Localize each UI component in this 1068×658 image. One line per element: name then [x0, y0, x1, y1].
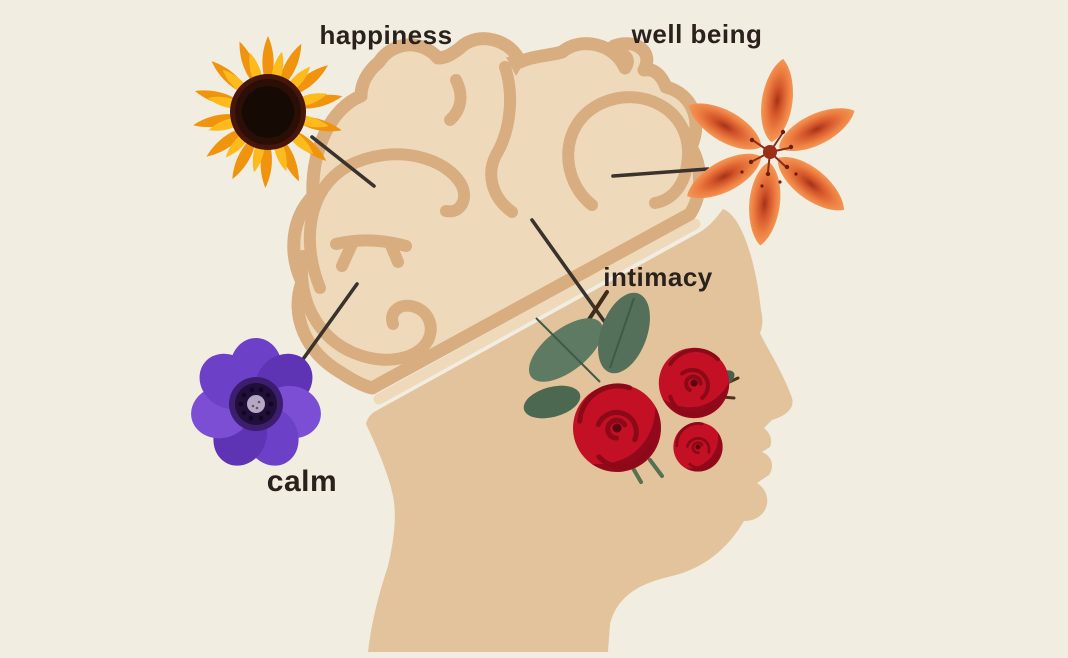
brain-outline	[287, 32, 707, 395]
connector-happiness	[310, 135, 376, 188]
labels: happiness well being intimacy calm	[267, 19, 763, 498]
connector-lines	[299, 135, 710, 364]
lily-illustration	[679, 56, 862, 248]
label-happiness: happiness	[319, 20, 452, 50]
anemone-illustration	[191, 338, 321, 466]
label-well-being: well being	[631, 19, 763, 49]
connector-calm	[299, 282, 359, 364]
connector-well-being	[611, 167, 710, 178]
brain-gyri	[296, 61, 695, 366]
sunflower-illustration	[192, 36, 344, 189]
connector-intimacy	[530, 218, 606, 323]
label-calm: calm	[267, 465, 337, 498]
label-intimacy: intimacy	[603, 262, 713, 292]
brain-illustration	[287, 32, 707, 405]
roses-illustration	[523, 290, 739, 484]
brain-underband	[373, 218, 701, 405]
brain-notch	[506, 56, 528, 76]
